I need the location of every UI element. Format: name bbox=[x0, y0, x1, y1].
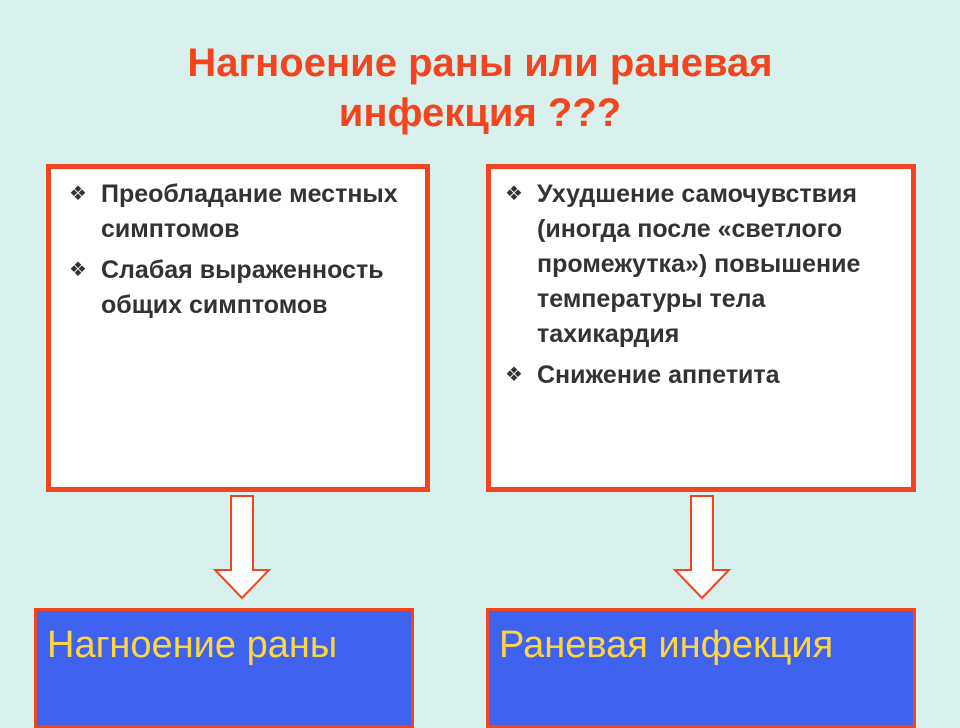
arrow-down-icon bbox=[672, 495, 732, 600]
bullet-text: Преобладание местных симптомов bbox=[101, 180, 398, 243]
wound-infection-result: Раневая инфекция bbox=[486, 608, 916, 728]
title-line-1: Нагноение раны или раневая bbox=[187, 41, 773, 85]
title-line-2: инфекция ??? bbox=[338, 91, 622, 135]
four-diamond-bullet-icon: ❖ bbox=[505, 183, 523, 205]
four-diamond-bullet-icon: ❖ bbox=[69, 259, 87, 281]
four-diamond-bullet-icon: ❖ bbox=[69, 183, 87, 205]
wound-suppuration-result: Нагноение раны bbox=[34, 608, 414, 728]
four-diamond-bullet-icon: ❖ bbox=[505, 364, 523, 386]
general-symptoms-list: ❖ Ухудшение самочувствия (иногда после «… bbox=[501, 177, 901, 393]
list-item: ❖ Снижение аппетита bbox=[501, 358, 901, 393]
bullet-text: Ухудшение самочувствия (иногда после «св… bbox=[537, 180, 861, 348]
list-item: ❖ Преобладание местных симптомов bbox=[65, 177, 415, 247]
list-item: ❖ Слабая выраженность общих симптомов bbox=[65, 253, 415, 323]
bullet-text: Снижение аппетита bbox=[537, 361, 780, 389]
local-symptoms-box: ❖ Преобладание местных симптомов ❖ Слаба… bbox=[46, 164, 430, 492]
general-symptoms-box: ❖ Ухудшение самочувствия (иногда после «… bbox=[486, 164, 916, 492]
bullet-text: Слабая выраженность общих симптомов bbox=[101, 256, 384, 319]
slide-title: Нагноение раны или раневая инфекция ??? bbox=[60, 38, 900, 138]
arrow-down-icon bbox=[212, 495, 272, 600]
local-symptoms-list: ❖ Преобладание местных симптомов ❖ Слаба… bbox=[65, 177, 415, 323]
list-item: ❖ Ухудшение самочувствия (иногда после «… bbox=[501, 177, 901, 352]
